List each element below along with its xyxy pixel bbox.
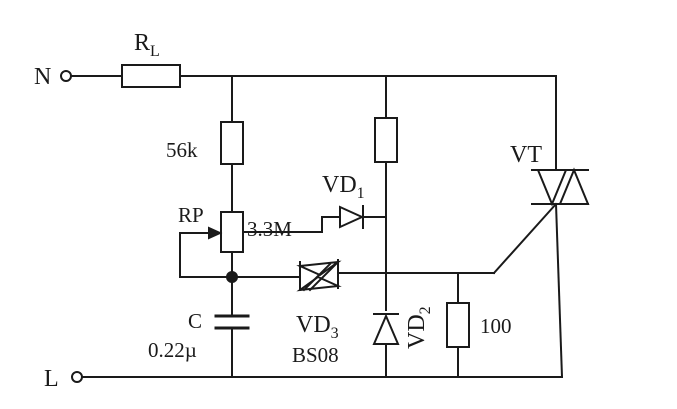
vd2-letter: VD [404,314,430,349]
rl-letter: R [134,30,150,56]
vd2-label: VD2 [404,306,434,349]
vd3-label: VD3 [296,312,339,342]
resistor-rl [121,64,181,88]
r56k-label: 56k [166,138,198,162]
rp-wiper-arrow [208,226,223,240]
terminal-n-label: N [34,64,51,90]
vd3-stroke-2 [308,262,338,292]
rp-label: RP [178,203,204,227]
c-value: 0.22µ [148,338,197,362]
wire-gate-lead [492,202,558,275]
triac-vt [531,167,590,207]
vd1-subscript: 1 [357,185,365,202]
junction-dot [226,271,238,283]
potentiometer-rp [220,211,244,253]
r100-label: 100 [480,314,512,338]
rp-value: 3.3M [247,217,292,241]
vt-label: VT [510,142,542,168]
vd2-subscript: 2 [417,306,434,314]
rl-subscript: L [150,43,160,60]
resistor-100 [446,302,470,348]
terminal-l-label: L [44,366,59,392]
vt-triangle-down [536,169,568,207]
c-label: C [188,309,202,333]
diode-vd2-body [372,313,400,345]
vd1-label: VD1 [322,172,365,202]
terminal-l [71,371,83,383]
vt-triangle-up [558,167,590,205]
resistor-56k [220,121,244,165]
vd3-part-number: BS08 [292,343,339,367]
wire-vt-bottom [554,202,564,379]
wires [71,75,564,379]
resistor-upper-right [374,117,398,163]
vd3-letter: VD [296,312,331,338]
vd3-subscript: 3 [331,325,339,342]
rl-label: RL [134,30,160,60]
diode-vd1-body [339,205,365,229]
vd3-stroke-1 [302,262,332,292]
terminal-n [60,70,72,82]
diac-vd3 [296,259,342,292]
vd1-letter: VD [322,172,357,198]
vd3-triangle-lower [296,275,342,292]
